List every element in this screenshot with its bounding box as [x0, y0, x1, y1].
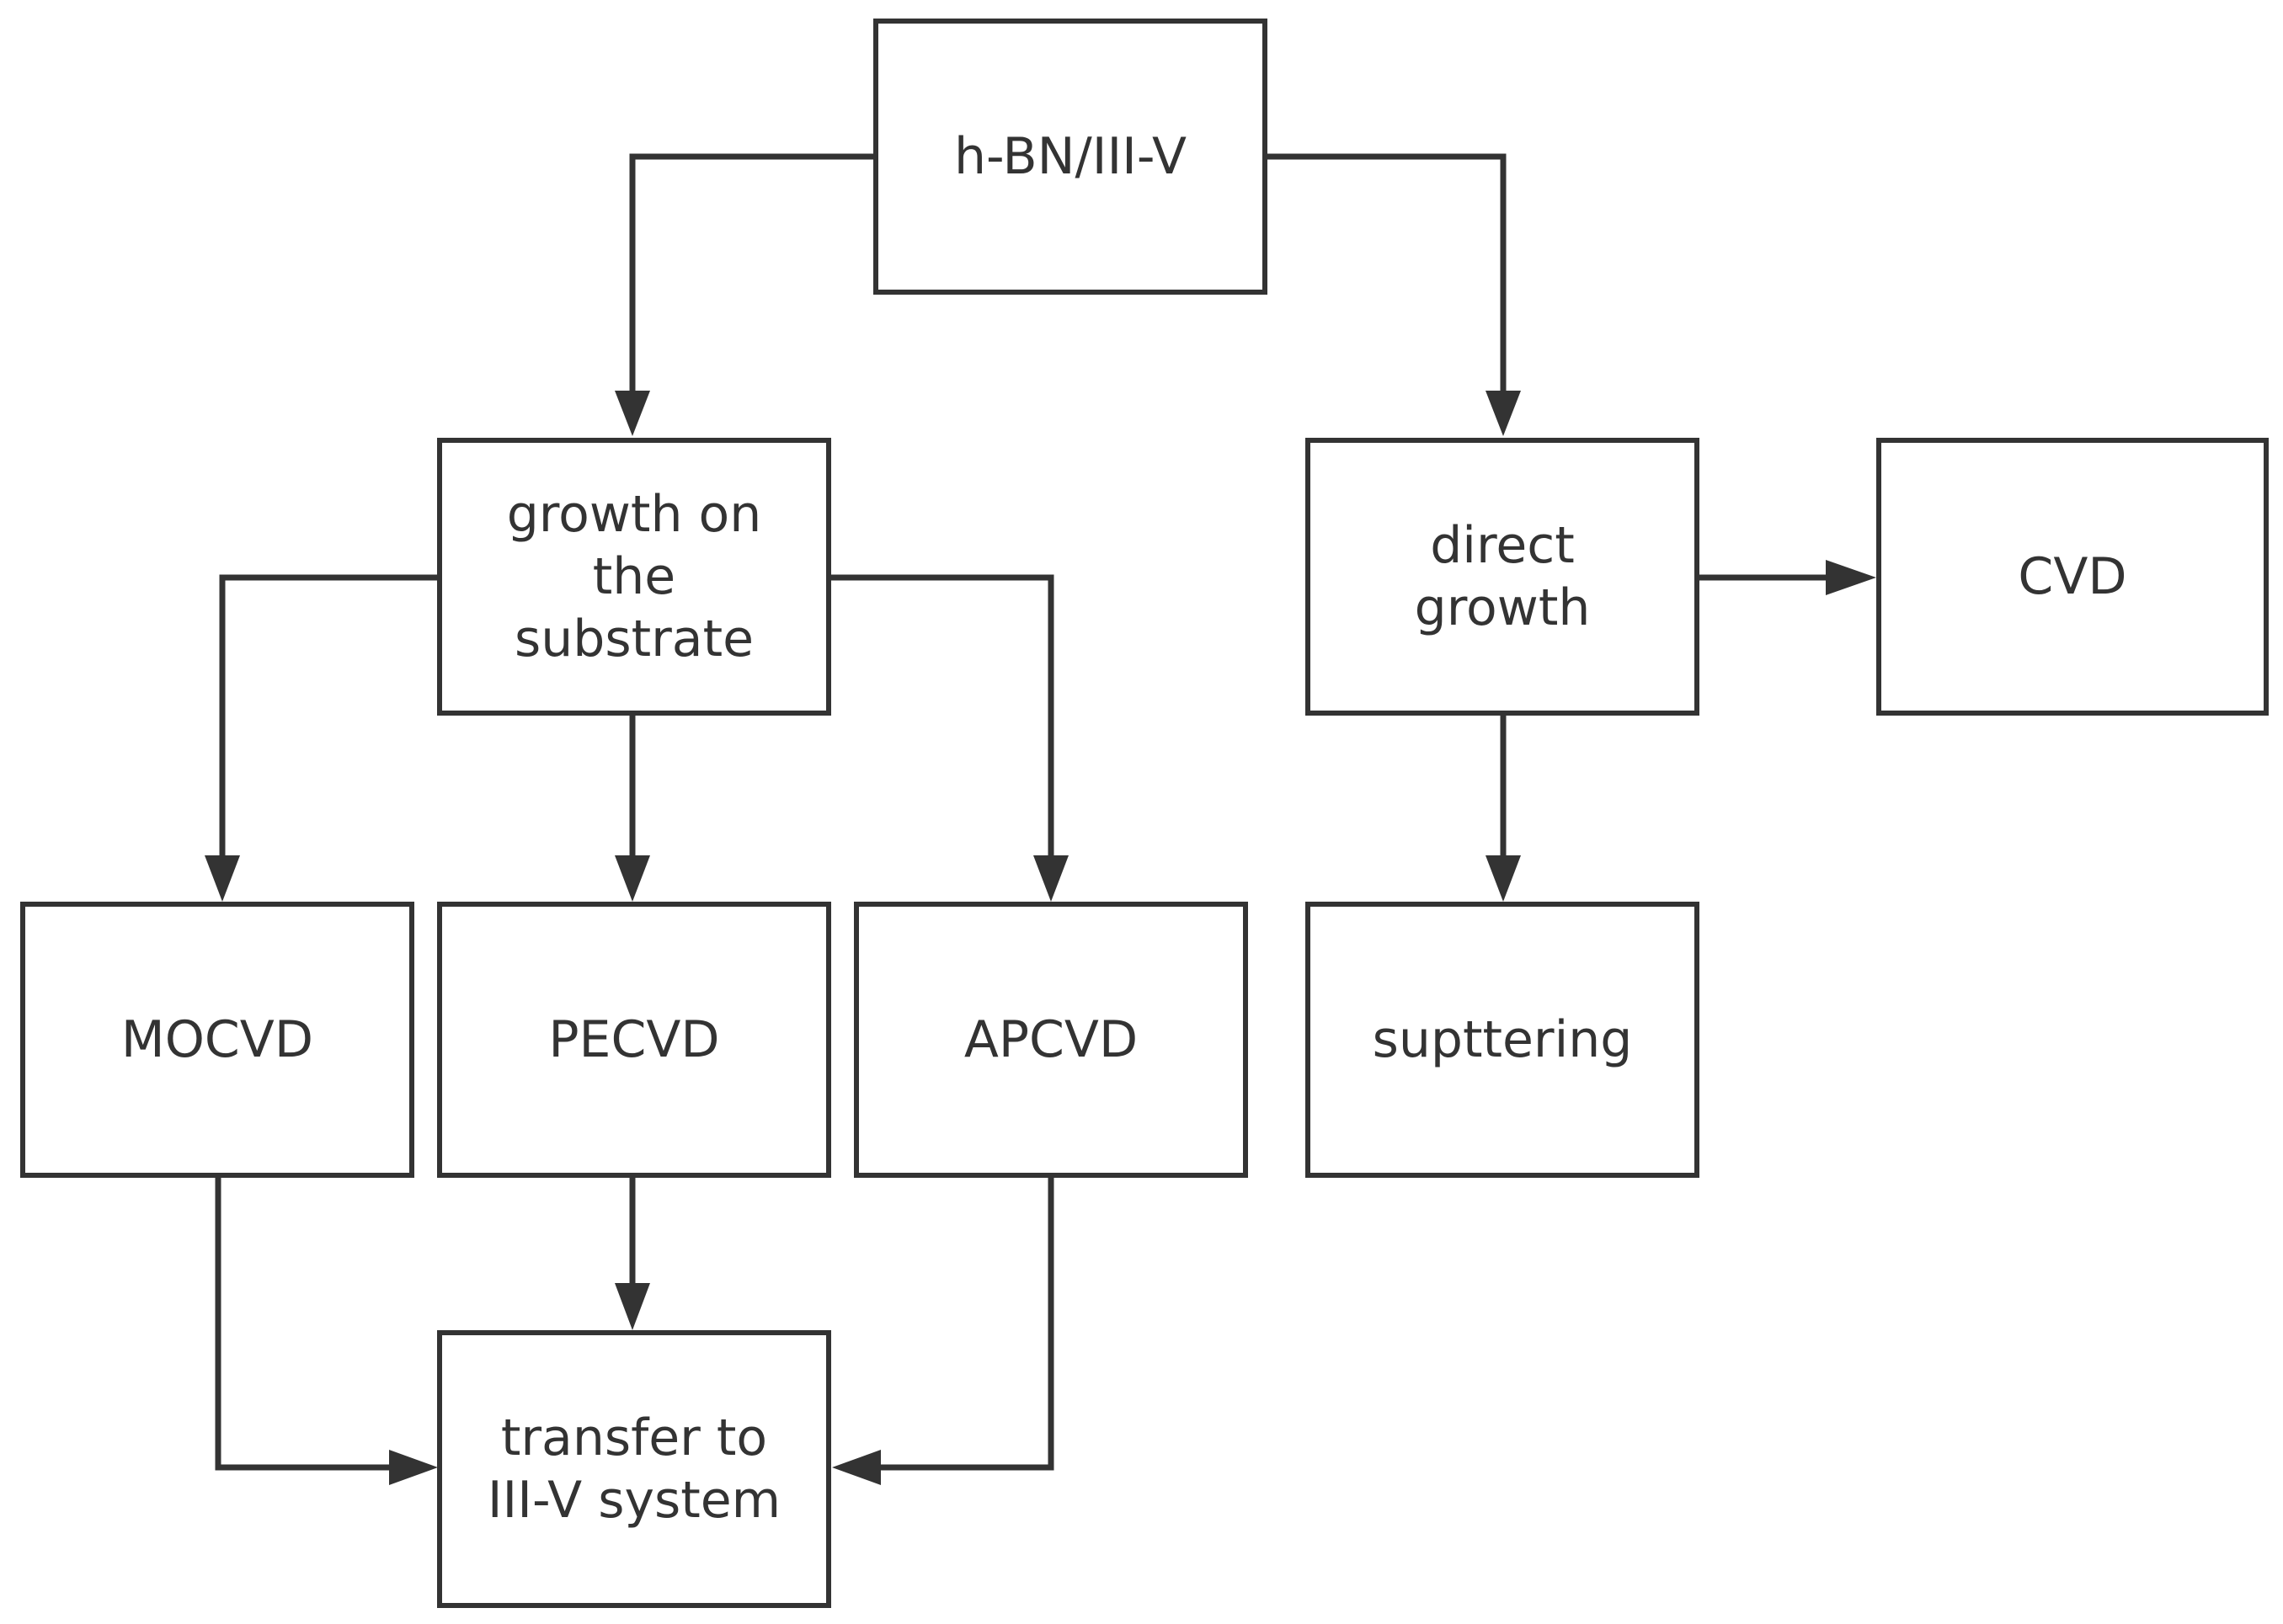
edge-apcvd-to-transfer: [832, 1176, 1054, 1485]
node-sputtering: supttering: [1305, 902, 1699, 1178]
node-cvd: CVD: [1876, 438, 2269, 716]
node-mocvd: MOCVD: [20, 902, 414, 1178]
edge-substrate-to-pecvd: [615, 716, 650, 902]
node-label: supttering: [1372, 1010, 1633, 1069]
node-pecvd: PECVD: [437, 902, 831, 1178]
node-label: transfer to III-V system: [487, 1408, 781, 1530]
edge-pecvd-to-transfer: [615, 1176, 650, 1330]
edge-root-to-direct-growth: [1265, 153, 1521, 436]
node-growth-on-substrate: growth on the substrate: [437, 438, 831, 716]
edge-direct-growth-to-cvd: [1698, 560, 1876, 595]
node-direct-growth: direct growth: [1305, 438, 1699, 716]
edge-root-to-substrate: [615, 153, 876, 436]
edge-direct-growth-to-sputtering: [1486, 716, 1521, 902]
node-label: APCVD: [963, 1010, 1139, 1069]
node-h-bn-iii-v: h-BN/III-V: [873, 19, 1267, 295]
edge-substrate-to-apcvd: [829, 574, 1069, 902]
edge-substrate-to-mocvd: [205, 574, 440, 902]
node-transfer-to-iii-v-system: transfer to III-V system: [437, 1330, 831, 1608]
node-label: growth on the substrate: [506, 485, 762, 668]
edge-mocvd-to-transfer: [215, 1176, 438, 1485]
node-label: PECVD: [548, 1010, 720, 1069]
node-label: h-BN/III-V: [953, 127, 1187, 186]
node-label: CVD: [2018, 547, 2127, 606]
node-label: direct growth: [1414, 516, 1591, 637]
node-apcvd: APCVD: [854, 902, 1248, 1178]
node-label: MOCVD: [120, 1010, 314, 1069]
